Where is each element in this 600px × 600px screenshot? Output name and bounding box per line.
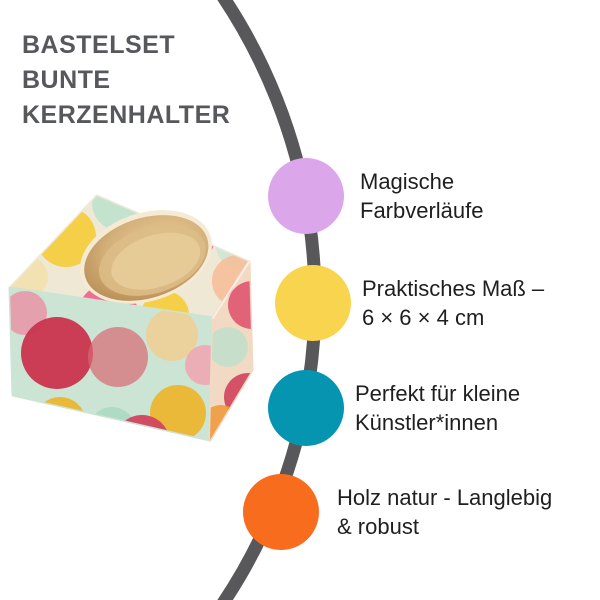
feature-line: Künstler*innen	[355, 410, 499, 435]
cube-left-face	[8, 286, 215, 442]
feature-text-holz: Holz natur - Langlebig & robust	[337, 483, 552, 541]
feature-line: Holz natur - Langlebig	[337, 485, 553, 510]
feature-line: & robust	[337, 514, 419, 539]
feature-line: Praktisches Maß –	[362, 276, 545, 301]
product-image	[8, 194, 254, 442]
page-title: BASTELSET BUNTE KERZENHALTER	[22, 28, 230, 133]
feature-line: Farbverläufe	[360, 198, 484, 223]
feature-bullet-farbverlaeufe	[268, 158, 344, 234]
feature-bullet-mass	[275, 265, 351, 341]
cube-top-face	[8, 194, 251, 320]
cube-right-face	[208, 260, 254, 442]
tealight-hole	[79, 210, 213, 304]
feature-line: Magische	[360, 169, 455, 194]
title-line: KERZENHALTER	[22, 101, 231, 129]
feature-text-kuenstler: Perfekt für kleine Künstler*innen	[355, 379, 520, 437]
feature-line: 6 × 6 × 4 cm	[362, 305, 485, 330]
title-line: BUNTE	[22, 66, 111, 94]
feature-line: Perfekt für kleine	[355, 381, 521, 406]
title-line: BASTELSET	[22, 31, 176, 59]
feature-text-mass: Praktisches Maß – 6 × 6 × 4 cm	[362, 274, 544, 332]
feature-bullet-kuenstler	[268, 370, 344, 446]
feature-text-farbverlaeufe: Magische Farbverläufe	[360, 167, 484, 225]
feature-bullet-holz	[243, 474, 319, 550]
